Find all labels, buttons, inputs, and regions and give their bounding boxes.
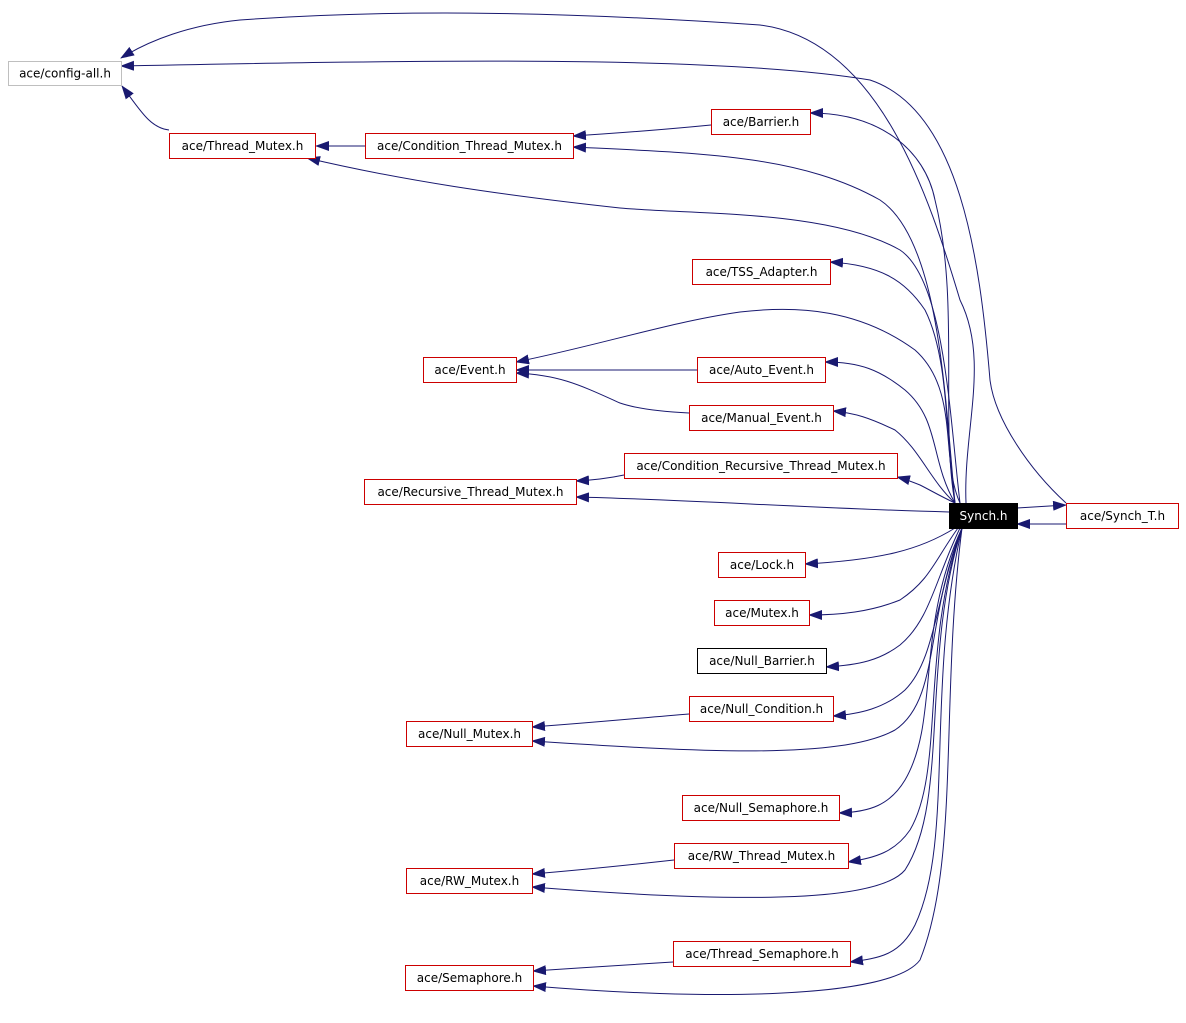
node-box (689, 405, 834, 431)
node-box (714, 600, 810, 626)
edge-synch-semaphore (532, 527, 963, 995)
node-label: ace/config-all.h (19, 67, 111, 81)
node-cond-thread-mutex[interactable]: ace/Condition_Thread_Mutex.h (365, 133, 574, 159)
edge-synch-lock (804, 527, 956, 569)
edge-synch-null_mutex (531, 527, 963, 752)
node-label: ace/Semaphore.h (417, 971, 522, 985)
node-synch: Synch.h (949, 503, 1018, 529)
node-label: ace/Thread_Mutex.h (182, 139, 304, 153)
node-rec-thread-mutex[interactable]: ace/Recursive_Thread_Mutex.h (364, 479, 577, 505)
node-label: ace/Mutex.h (725, 606, 799, 620)
node-box (692, 259, 831, 285)
edge-synch-rw_thread_mutex (847, 527, 963, 866)
node-box (718, 552, 806, 578)
node-label: ace/Null_Mutex.h (418, 727, 521, 741)
node-config-all[interactable]: ace/config-all.h (8, 61, 122, 86)
node-box (697, 357, 826, 383)
node-box (405, 965, 534, 991)
node-auto-event[interactable]: ace/Auto_Event.h (697, 357, 826, 383)
edge-synch-null_semaphore (838, 527, 963, 818)
node-box (169, 133, 316, 159)
edge-synch-config-all (120, 12, 975, 504)
edge-layer (120, 12, 1067, 995)
node-box (406, 868, 533, 894)
edge-synch-thread_mutex (306, 156, 961, 504)
node-label: ace/TSS_Adapter.h (706, 265, 818, 279)
node-tss-adapter[interactable]: ace/TSS_Adapter.h (692, 259, 831, 285)
node-box (406, 721, 533, 747)
node-label: ace/Recursive_Thread_Mutex.h (377, 485, 563, 499)
node-semaphore[interactable]: ace/Semaphore.h (405, 965, 534, 991)
node-label: ace/Barrier.h (723, 115, 800, 129)
node-box (423, 357, 517, 383)
node-label: ace/Manual_Event.h (701, 411, 822, 425)
node-null-barrier[interactable]: ace/Null_Barrier.h (697, 648, 827, 674)
node-layer: ace/config-all.h ace/Thread_Mutex.h ace/Co… (8, 61, 1179, 991)
edge-cond_rec-rec (575, 474, 625, 486)
edge-rw_thread_mutex-rw_mutex (531, 859, 675, 878)
node-box (1066, 503, 1179, 529)
node-rw-mutex[interactable]: ace/RW_Mutex.h (406, 868, 533, 894)
node-rw-thread-mutex[interactable]: ace/RW_Thread_Mutex.h (674, 843, 849, 869)
node-label: Synch.h (960, 509, 1008, 523)
node-box (674, 843, 849, 869)
node-box (364, 479, 577, 505)
node-box (689, 696, 834, 722)
node-lock[interactable]: ace/Lock.h (718, 552, 806, 578)
node-label: ace/RW_Mutex.h (420, 874, 519, 888)
node-label: ace/Auto_Event.h (709, 363, 814, 377)
node-null-mutex[interactable]: ace/Null_Mutex.h (406, 721, 533, 747)
node-box (949, 503, 1018, 529)
node-null-semaphore[interactable]: ace/Null_Semaphore.h (682, 795, 840, 821)
edge-manual_event-event (515, 368, 690, 414)
node-label: ace/Condition_Recursive_Thread_Mutex.h (636, 459, 885, 473)
node-label: ace/Null_Condition.h (700, 702, 823, 716)
edge-thread_mutex-config-all (121, 85, 170, 131)
node-synch-t[interactable]: ace/Synch_T.h (1066, 503, 1179, 529)
node-thread-semaphore[interactable]: ace/Thread_Semaphore.h (673, 941, 851, 967)
edge-synch-mutex (808, 527, 959, 620)
node-mutex[interactable]: ace/Mutex.h (714, 600, 810, 626)
node-label: ace/Event.h (434, 363, 505, 377)
node-null-condition[interactable]: ace/Null_Condition.h (689, 696, 834, 722)
edge-synch-cond_rec (896, 475, 956, 504)
node-label: ace/Lock.h (730, 558, 794, 572)
node-label: ace/Null_Semaphore.h (694, 801, 829, 815)
node-box (624, 453, 898, 479)
edge-barrier-cond_thread_mutex (572, 124, 712, 141)
edge-synch-cond_thread_mutex (572, 142, 956, 504)
edge-synch-barrier (809, 108, 956, 504)
node-box (711, 109, 811, 135)
edge-synch-rw_mutex (531, 527, 963, 898)
edge-synch-synch_t (1016, 500, 1067, 511)
edge-null_condition-null_mutex (531, 713, 690, 732)
node-box (8, 61, 122, 86)
edge-synch-event (515, 308, 961, 504)
edge-synch-auto_event (824, 357, 956, 504)
edge-synch-rec (575, 492, 950, 513)
node-box (673, 941, 851, 967)
node-cond-rec-thread-mutex[interactable]: ace/Condition_Recursive_Thread_Mutex.h (624, 453, 898, 479)
edge-synch-thread_semaphore (849, 527, 963, 966)
edge-thread_semaphore-semaphore (532, 961, 674, 976)
node-box (365, 133, 574, 159)
node-box (682, 795, 840, 821)
edge-synch-manual_event (832, 407, 956, 504)
node-barrier[interactable]: ace/Barrier.h (711, 109, 811, 135)
node-label: ace/Null_Barrier.h (709, 654, 815, 668)
node-thread-mutex[interactable]: ace/Thread_Mutex.h (169, 133, 316, 159)
node-box (697, 648, 827, 674)
node-label: ace/Thread_Semaphore.h (685, 947, 838, 961)
edge-synch-null_barrier (825, 527, 961, 672)
node-event[interactable]: ace/Event.h (423, 357, 517, 383)
node-label: ace/RW_Thread_Mutex.h (688, 849, 835, 863)
node-label: ace/Synch_T.h (1080, 509, 1165, 523)
node-manual-event[interactable]: ace/Manual_Event.h (689, 405, 834, 431)
node-label: ace/Condition_Thread_Mutex.h (377, 139, 562, 153)
edge-synch_t-config-all (120, 60, 1067, 504)
